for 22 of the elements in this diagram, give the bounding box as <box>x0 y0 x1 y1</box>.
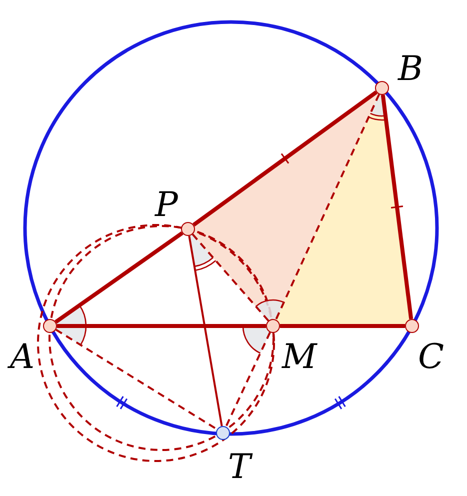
line-segment <box>192 90 378 226</box>
line-segment <box>57 324 266 328</box>
dashed-line <box>55 328 218 430</box>
dashed-line <box>225 332 271 428</box>
point-marker <box>375 81 389 95</box>
point-label: C <box>418 340 444 374</box>
line-segment <box>54 231 184 324</box>
point-label: T <box>228 450 251 484</box>
point-marker <box>405 319 419 333</box>
dashed-line <box>192 234 270 322</box>
point-label: M <box>282 340 317 374</box>
point-label: A <box>10 340 35 374</box>
point-marker <box>266 319 280 333</box>
line-segment <box>380 94 414 320</box>
point-marker <box>216 426 230 440</box>
dashed-line <box>275 94 380 320</box>
point-marker <box>43 319 57 333</box>
point-marker <box>181 222 195 236</box>
point-label: B <box>398 52 423 86</box>
line-segment <box>280 324 405 328</box>
line-segment <box>188 236 223 426</box>
point-label: P <box>155 188 178 222</box>
